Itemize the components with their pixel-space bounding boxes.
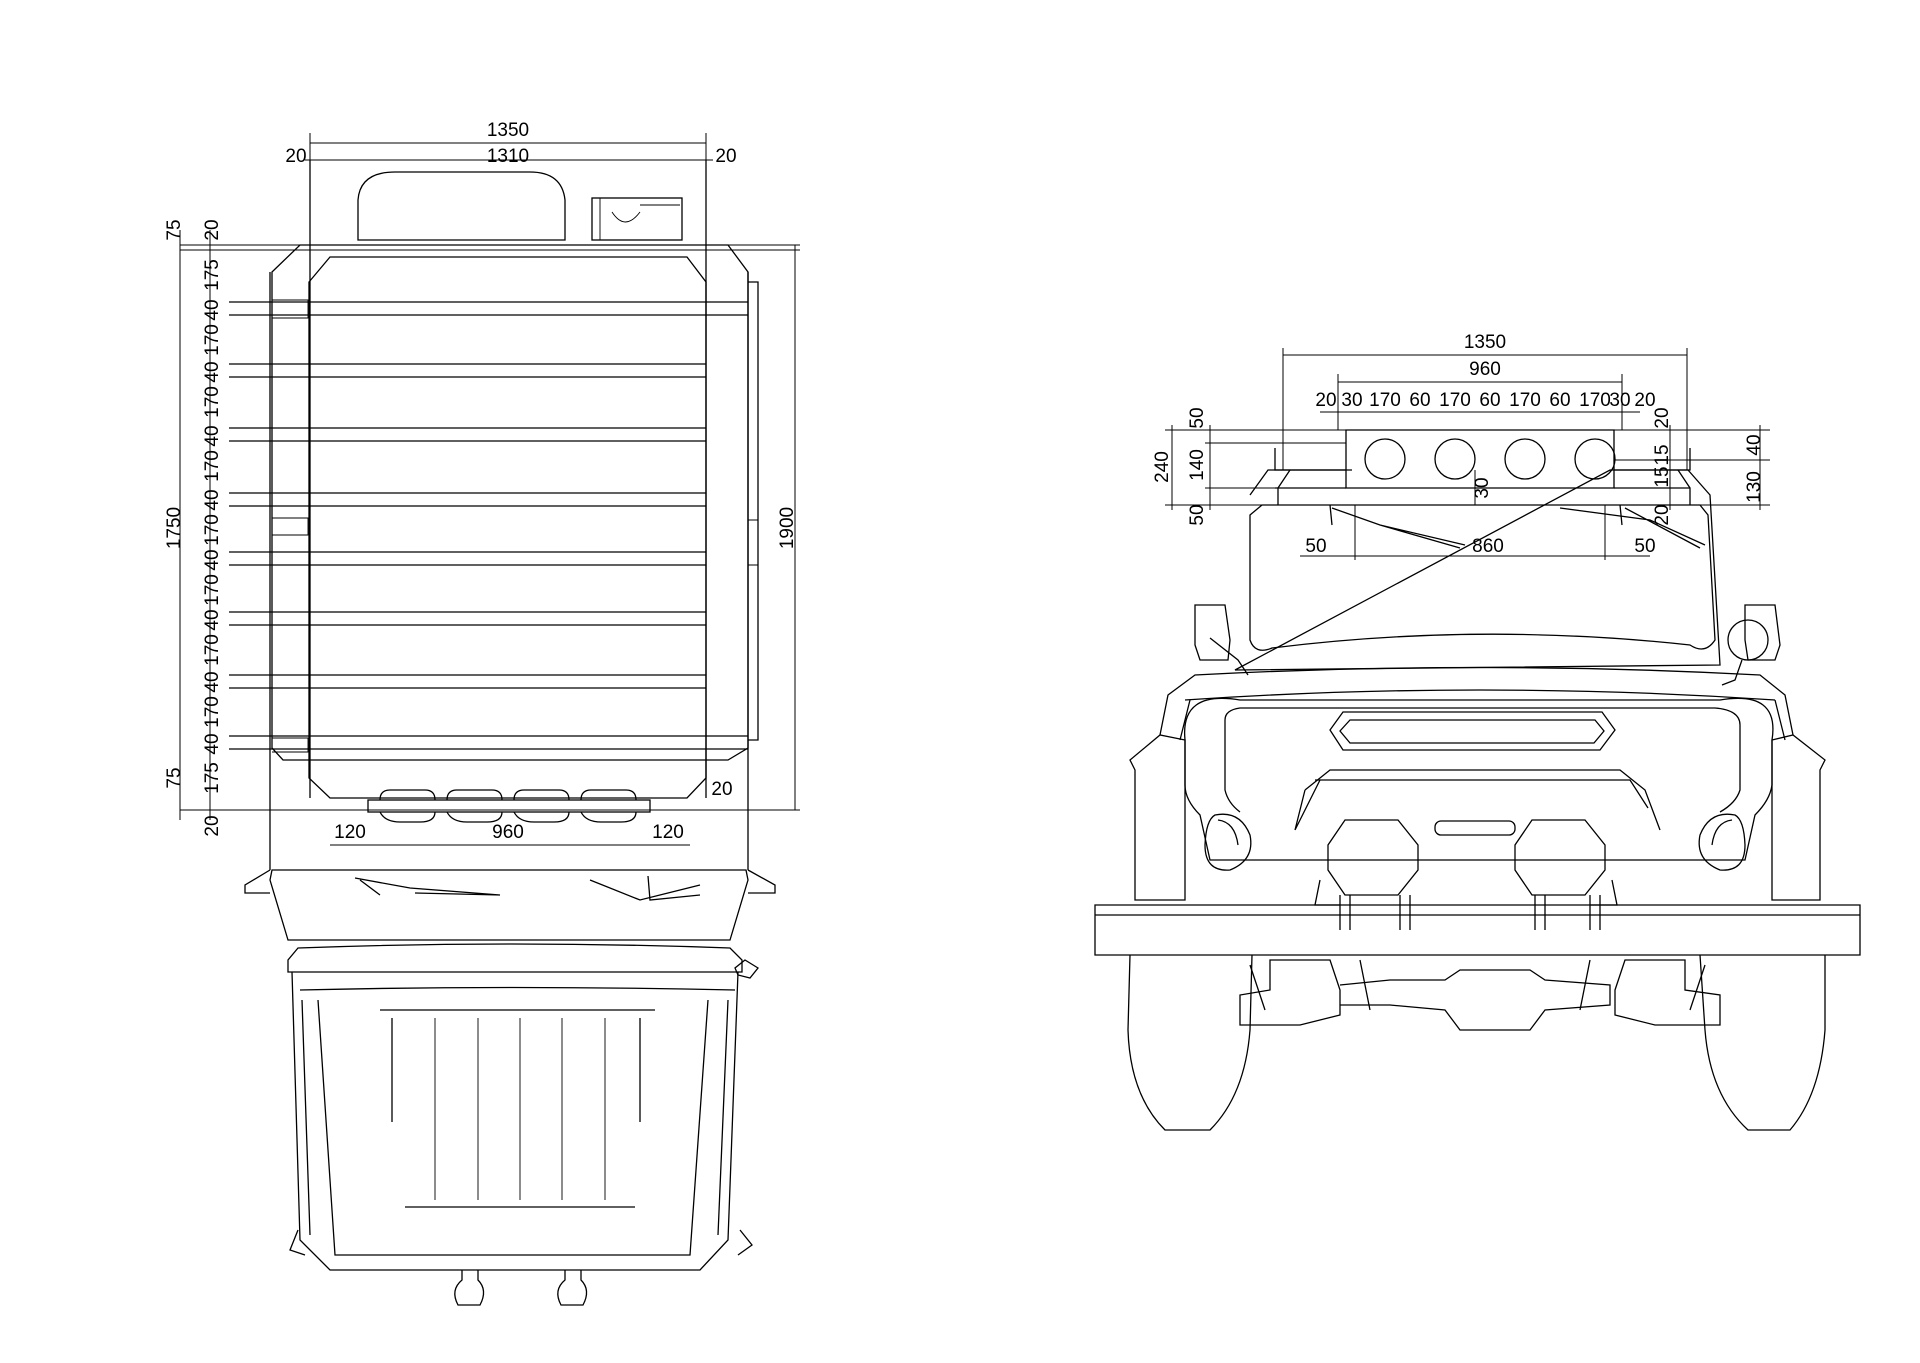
left-wheel [1127,954,1253,1131]
front-dim-bottom-860: 860 [1472,536,1504,557]
top-dim-end-20-top: 20 [202,219,223,240]
front-dim-right-130: 130 [1744,471,1765,503]
top-dim-lights-width: 960 [492,822,524,843]
front-dim-left-50-top: 50 [1187,407,1208,428]
top-dim-lights-left: 120 [334,822,366,843]
front-bumper [1094,904,1861,956]
right-wheel [1699,954,1826,1131]
top-dim-space-3: 170 [202,450,223,482]
top-dim-end-75-top: 75 [164,219,185,240]
front-dim-overall-width: 1350 [1464,332,1506,353]
front-dim-right-15-a: 15 [1652,444,1673,465]
front-view [1094,348,1861,1131]
front-dim-chain-3: 60 [1409,390,1430,411]
front-dim-chain-1: 30 [1341,390,1362,411]
front-dim-chain-9: 30 [1609,390,1630,411]
top-dim-rail-2: 40 [202,361,223,382]
top-dim-rail-3: 40 [202,425,223,446]
front-grille [1184,697,1774,861]
front-dim-chain-7: 60 [1549,390,1570,411]
front-dim-chain-4: 170 [1439,390,1471,411]
top-dim-inner-height: 1750 [164,507,185,549]
top-dim-edge-left: 20 [285,146,306,167]
top-dim-rail-7: 40 [202,671,223,692]
front-dim-right-15-b: 15 [1652,466,1673,487]
spare-tire [357,171,566,241]
front-dim-chain-0: 20 [1315,390,1336,411]
top-dim-space-2: 170 [202,386,223,418]
front-dim-chain-6: 170 [1509,390,1541,411]
right-fog-light [1514,819,1606,896]
top-dim-space-7: 170 [202,696,223,728]
top-dim-space-6: 170 [202,634,223,666]
top-dim-rail-5: 40 [202,549,223,570]
top-dim-space-1: 170 [202,324,223,356]
left-headlight [1204,813,1252,871]
right-headlight [1698,813,1746,871]
top-dim-175-top: 175 [202,259,223,291]
front-dim-lights-width: 960 [1469,359,1501,380]
roof-rack-inner [308,256,707,799]
top-dim-lights-right: 120 [652,822,684,843]
front-dim-left-240: 240 [1152,451,1173,483]
top-light-bar [367,789,651,823]
front-dim-chain-10: 20 [1634,390,1655,411]
jerry-can [591,197,683,241]
roof-rack-outer [271,244,749,761]
top-dim-end-20-bottom: 20 [202,815,223,836]
top-dim-rail-6: 40 [202,609,223,630]
front-dim-left-50-bottom: 50 [1187,504,1208,525]
top-view-hood [244,869,776,1306]
top-dim-edge-right: 20 [715,146,736,167]
front-dim-center-30: 30 [1472,477,1493,498]
front-dim-right-20-top: 20 [1652,407,1673,428]
top-dim-rail-1: 40 [202,299,223,320]
top-dim-overall-height: 1900 [777,507,798,549]
top-dim-overall-width: 1350 [487,120,529,141]
front-axle [1239,959,1721,1031]
top-dim-rail-4: 40 [202,489,223,510]
top-dim-175-bottom: 175 [202,762,223,794]
right-mirror [1744,604,1781,661]
front-dim-bottom-50-right: 50 [1634,536,1655,557]
front-dim-chain-8: 170 [1579,390,1611,411]
front-dim-left-140: 140 [1187,449,1208,481]
front-dim-right-40: 40 [1744,434,1765,455]
front-dim-bottom-50-left: 50 [1305,536,1326,557]
top-dim-space-4: 170 [202,514,223,546]
left-fog-light [1327,819,1419,896]
left-mirror [1194,604,1231,661]
front-dim-chain-2: 170 [1369,390,1401,411]
top-dim-inner-width: 1310 [487,146,529,167]
top-view-dimensions [179,133,800,846]
top-dim-rail-8: 40 [202,733,223,754]
front-view-dimensions [1165,348,1770,560]
windshield-frame [1234,469,1721,671]
front-dim-chain-5: 60 [1479,390,1500,411]
front-body [1159,666,1794,736]
cross-rails [229,301,748,750]
windshield-glass [1249,504,1716,651]
top-view [179,133,800,1306]
top-dim-end-75-bottom: 75 [164,767,185,788]
front-dim-right-20-bottom: 20 [1652,504,1673,525]
top-dim-bottom-20: 20 [711,779,732,800]
top-dim-space-5: 170 [202,574,223,606]
